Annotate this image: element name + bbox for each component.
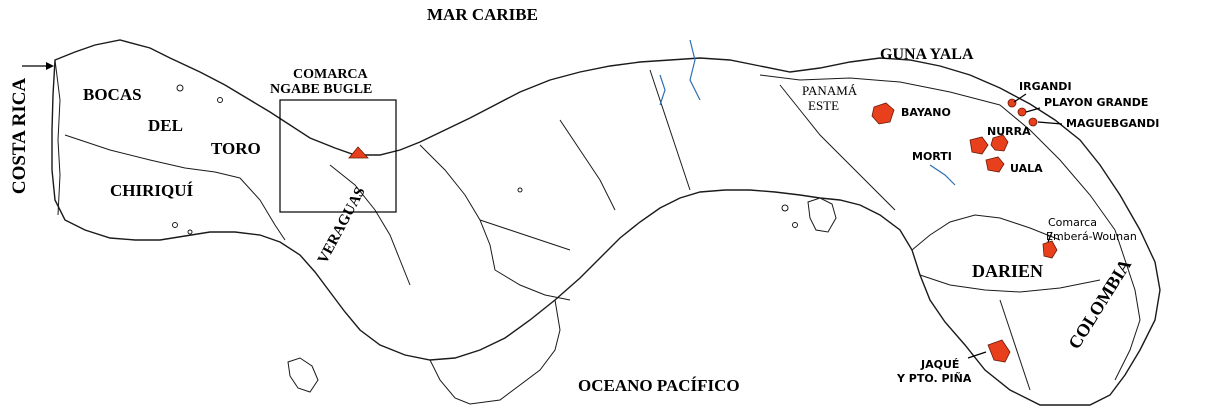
uala-territory [985, 156, 1005, 173]
jaque-label-2: Y PTO. PIÑA [897, 372, 972, 385]
province-border-2 [239, 177, 286, 241]
playon-grande-label: PLAYON GRANDE [1044, 96, 1149, 109]
comarca-ngabe-label-2: NGABE BUGLE [270, 82, 373, 97]
province-border-4 [419, 144, 496, 271]
province-border-7 [559, 119, 616, 211]
sea-label-south: OCEANO PACÍFICO [578, 376, 740, 395]
costa-rica-label: COSTA RICA [9, 77, 31, 195]
colombia-border [1114, 229, 1141, 381]
island-small-6 [176, 84, 184, 92]
island-small-2 [792, 222, 798, 228]
playon-grande-arrow [1025, 107, 1041, 113]
province-border-9 [779, 84, 896, 211]
province-border-10 [759, 74, 1001, 106]
panama-este-label-1: PANAMÁ [802, 83, 858, 98]
island-small-7 [217, 97, 223, 103]
province-border-5 [479, 219, 571, 251]
embera-wounan-territory [1042, 240, 1058, 259]
jaque-label-1: JAQUÉ [921, 358, 960, 371]
bocas-label: BOCAS [83, 85, 142, 104]
toro-label: TORO [211, 139, 261, 158]
morti-label: MORTI [912, 150, 952, 163]
morti-territory [969, 136, 989, 155]
chiriqui-label: CHIRIQUÍ [110, 181, 194, 200]
island-coiba [287, 357, 319, 393]
jaque-territory [987, 339, 1011, 363]
province-border-8 [649, 69, 691, 191]
province-border-6 [494, 269, 571, 301]
irgandi-label: IRGANDI [1019, 80, 1072, 93]
river-1 [689, 39, 701, 101]
island-small-1 [781, 204, 789, 212]
azuero-coast [429, 299, 561, 405]
panama-landmass [51, 39, 1161, 406]
irgandi-arrow [1013, 93, 1027, 103]
darien-coast [911, 214, 1061, 251]
costa-rica-border [54, 59, 61, 216]
darien-label: DARIEN [972, 261, 1044, 281]
river-3 [929, 164, 956, 186]
playon-grande-marker [1017, 107, 1027, 117]
province-border-13 [999, 299, 1031, 391]
bayano-territory [871, 102, 895, 125]
irgandi-marker [1007, 98, 1017, 108]
embera-arrow [1047, 231, 1053, 243]
bayano-label: BAYANO [901, 106, 951, 119]
province-border-11 [999, 104, 1116, 231]
guna-yala-label: GUNA YALA [880, 46, 974, 63]
nurra-label: NURRA [987, 125, 1031, 138]
del-label: DEL [148, 116, 183, 135]
sea-label-north: MAR CARIBE [427, 5, 538, 24]
jaque-arrow [967, 351, 987, 359]
embera-label-1: Comarca [1048, 216, 1097, 229]
comarca-ngabe-label-1: COMARCA [293, 67, 368, 82]
island-small-3 [172, 222, 178, 228]
uala-label: UALA [1010, 162, 1043, 175]
ngabe-bugle-box [279, 99, 397, 213]
island-pearl [807, 197, 837, 233]
province-border-3 [329, 164, 411, 286]
nurra-territory [990, 134, 1009, 152]
maguebgandi-label: MAGUEBGANDI [1066, 117, 1160, 130]
island-small-5 [517, 187, 523, 193]
maguebgandi-arrow [1037, 121, 1063, 125]
island-small-4 [187, 229, 193, 235]
ngabe-bugle-triangle [348, 146, 369, 159]
panama-este-label-2: ESTE [808, 98, 840, 113]
maguebgandi-marker [1028, 117, 1038, 127]
province-border-12 [919, 274, 1101, 293]
costa-rica-arrowhead [46, 62, 54, 70]
embera-label-2: Emberá-Wounan [1046, 230, 1137, 243]
river-2 [659, 74, 666, 106]
province-border-1 [64, 134, 241, 179]
